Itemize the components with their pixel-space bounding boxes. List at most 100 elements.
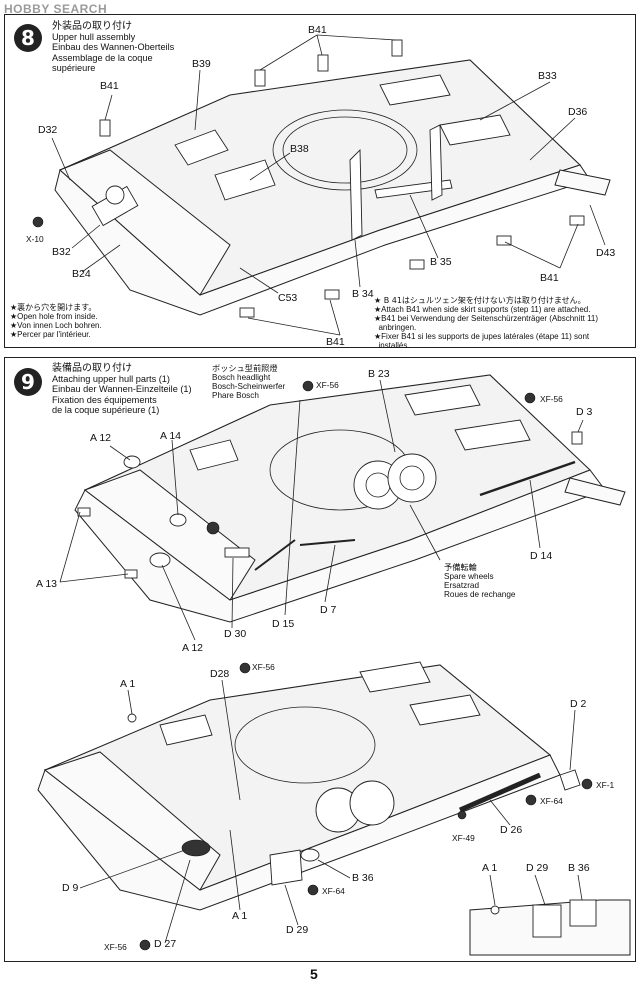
step-8-title: 外装品の取り付け Upper hull assembly Einbau des … <box>52 21 175 73</box>
hatch-9a <box>189 439 239 471</box>
bracket-b41-3 <box>391 39 403 57</box>
bracket-b41-9 <box>239 307 255 318</box>
rear-mudguard <box>554 169 611 196</box>
label-d32: D32 <box>38 124 58 136</box>
label-a14: A 14 <box>160 430 182 442</box>
label-xf56-b: XF-56 <box>540 394 563 404</box>
part-d29 <box>269 849 303 886</box>
label-d2: D 2 <box>570 698 587 710</box>
label-d28: D28 <box>210 668 230 680</box>
label-d3: D 3 <box>576 406 593 418</box>
step-9-title-fr2: de la coque supérieure (1) <box>52 404 160 415</box>
x10-marker <box>32 216 44 228</box>
hull-side-face <box>54 164 591 316</box>
watermark: HOBBY SEARCH <box>4 2 108 16</box>
plate-b34 <box>349 148 363 241</box>
part-a1 <box>127 713 137 723</box>
step-9-title-fr: Fixation des équipements <box>52 394 157 405</box>
step-8-note-right: ★ B 41はシュルツェン架を付けない方は取り付けません。 ★Attach B4… <box>374 296 599 351</box>
step-8-title-fr2: supérieure <box>52 62 96 73</box>
label-d36: D36 <box>568 106 588 118</box>
step-8-title-jp: 外装品の取り付け <box>52 21 132 32</box>
label-a13: A 13 <box>36 578 58 590</box>
label-a1-bot: A 1 <box>232 910 248 922</box>
step-9-title: 装備品の取り付け Attaching upper hull parts (1) … <box>52 363 192 415</box>
label-c53: C53 <box>278 292 298 304</box>
part-a13-1 <box>77 507 91 517</box>
label-d9: D 9 <box>62 882 79 894</box>
step-9-title-jp: 装備品の取り付け <box>52 363 132 374</box>
label-xf49: XF-49 <box>452 833 475 843</box>
label-xf56-a: XF-56 <box>316 380 339 390</box>
hatch-b39 <box>174 129 229 166</box>
bracket-b41-6 <box>496 235 512 246</box>
plate-b34-2 <box>429 124 443 201</box>
label-d43: D43 <box>596 247 616 259</box>
engine-grille-1 <box>379 74 451 106</box>
part-b36 <box>300 848 320 862</box>
xf64-dot-a <box>525 794 537 806</box>
label-d7: D 7 <box>320 604 337 616</box>
label-xf64-a: XF-64 <box>540 796 563 806</box>
label-xf1: XF-1 <box>596 780 615 790</box>
hull9a-front <box>83 469 256 601</box>
label-b41-left: B41 <box>100 80 119 92</box>
part-a12-bot <box>149 552 171 568</box>
grille-9a-1 <box>404 384 481 416</box>
step-9-number: 9 <box>14 368 42 396</box>
xf49-dot <box>457 810 467 820</box>
label-b39: B39 <box>192 58 211 70</box>
bracket-b41-2 <box>317 54 329 72</box>
step-8-title-de: Einbau des Wannen-Oberteils <box>52 42 175 53</box>
label-b35: B 35 <box>430 256 452 268</box>
spare-wheel-9b-2 <box>349 780 395 826</box>
hatch-b38 <box>214 159 276 201</box>
bracket-b41-8 <box>324 289 340 300</box>
xf56-dot-c <box>239 662 251 674</box>
xf64-dot-b <box>307 884 319 896</box>
headlight-caption: ボッシュ型前照燈 Bosch headlight Bosch-Scheinwer… <box>212 363 286 401</box>
hull-front-plate <box>59 149 231 296</box>
grille-9b-2 <box>409 694 481 726</box>
engine-grille-b33 <box>439 114 511 146</box>
hull9a-side <box>74 469 606 623</box>
visor-ring <box>105 185 125 205</box>
hull9b-front <box>43 751 221 891</box>
bracket-b41-5 <box>409 259 425 270</box>
label-a1-inset: A 1 <box>482 862 498 874</box>
label-b32: B32 <box>52 246 71 258</box>
part-d3 <box>571 431 583 445</box>
part-d2 <box>559 769 581 791</box>
part-d9 <box>181 839 211 857</box>
label-b38: B38 <box>290 143 309 155</box>
turret-ring-inner <box>282 116 408 184</box>
step-8-title-en: Upper hull assembly <box>52 32 136 43</box>
xf56-dot-d <box>139 939 151 951</box>
turret-ring <box>272 109 418 191</box>
label-a1-top: A 1 <box>120 678 136 690</box>
label-b24: B24 <box>72 268 91 280</box>
label-d14: D 14 <box>530 550 553 562</box>
xf1-dot <box>581 778 593 790</box>
label-xf56-c: XF-56 <box>252 662 275 672</box>
hatch-9b <box>159 714 213 746</box>
step-8-number: 8 <box>14 24 42 52</box>
label-d29-inset: D 29 <box>526 862 549 874</box>
rear-mudguard-9a <box>564 477 626 506</box>
bracket-b41-7 <box>569 215 585 226</box>
xf56-dot-a <box>302 380 314 392</box>
label-b36: B 36 <box>352 872 374 884</box>
inset-a1 <box>490 905 500 915</box>
label-d26: D 26 <box>500 824 523 836</box>
step-8-note-left: ★裏から穴を開けます。 ★Open hole from inside. ★Von… <box>10 303 102 340</box>
spare-wheels-caption: 予備転輪 Spare wheels Ersatzrad Roues de rec… <box>444 562 516 600</box>
label-d30: D 30 <box>224 628 247 640</box>
label-xf56-d: XF-56 <box>104 942 127 952</box>
label-d29: D 29 <box>286 924 309 936</box>
label-xf64-b: XF-64 <box>322 886 345 896</box>
turret-ring-9b <box>234 706 376 784</box>
step-8-title-fr: Assemblage de la coque <box>52 52 153 63</box>
xf56-dot-b <box>524 392 536 404</box>
